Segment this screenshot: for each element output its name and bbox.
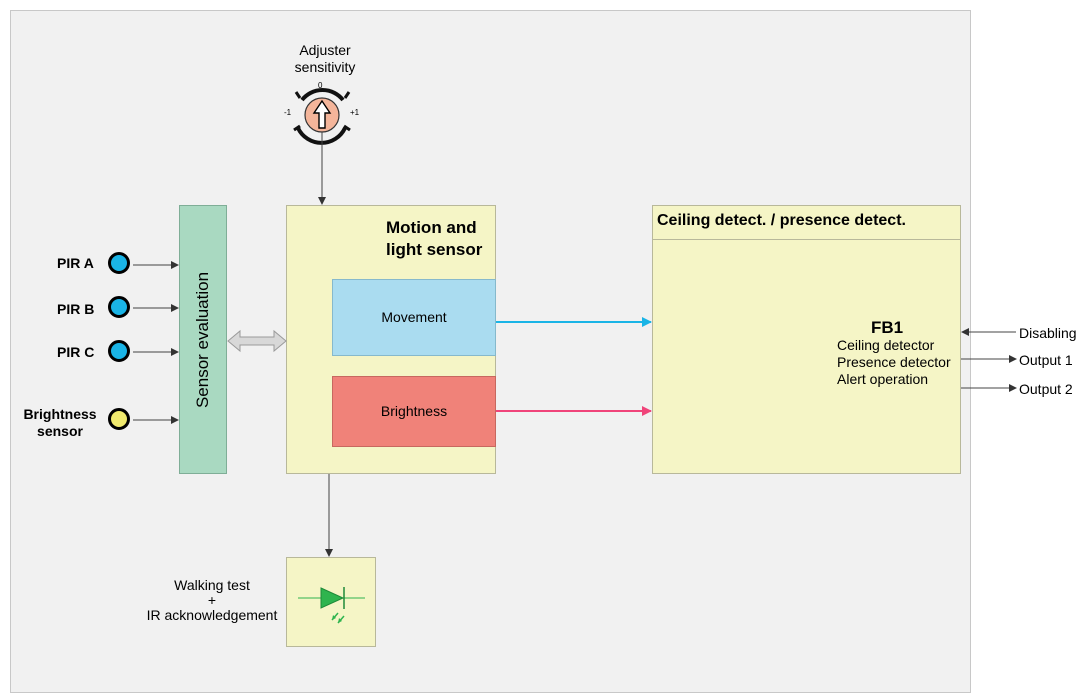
motion-block-title-line1: Motion and bbox=[386, 218, 477, 237]
walking-test-line1: Walking test bbox=[174, 577, 250, 593]
walking-test-line3: IR acknowledgement bbox=[146, 607, 278, 623]
ceiling-presence-block bbox=[652, 205, 961, 474]
adjuster-tick-min: -1 bbox=[284, 108, 292, 117]
disabling-label: Disabling bbox=[1019, 325, 1077, 341]
brightness-sensor bbox=[108, 408, 130, 430]
fb1-line-presence: Presence detector bbox=[837, 354, 951, 370]
fb1-line-alert: Alert operation bbox=[837, 371, 929, 387]
brightness-label: Brightness bbox=[380, 403, 448, 419]
adjuster-label-line1: Adjuster bbox=[299, 42, 351, 58]
bidirectional-arrow-icon bbox=[227, 329, 287, 353]
pir-c-sensor bbox=[108, 340, 130, 362]
led-icon bbox=[298, 587, 365, 624]
motion-block-title-line2: light sensor bbox=[386, 240, 483, 259]
adjuster-knob-icon[interactable] bbox=[293, 87, 351, 145]
sensor-evaluation-block bbox=[179, 205, 227, 474]
pir-c-label: PIR C bbox=[57, 344, 95, 360]
ceiling-block-header: Ceiling detect. / presence detect. bbox=[652, 205, 961, 240]
brightness-block: Brightness bbox=[332, 376, 496, 447]
pir-b-sensor bbox=[108, 296, 130, 318]
walking-test-label: Walking test + IR acknowledgement bbox=[138, 578, 286, 623]
output2-label: Output 2 bbox=[1019, 381, 1073, 397]
brightness-sensor-label-line2: sensor bbox=[37, 423, 83, 439]
pir-a-sensor bbox=[108, 252, 130, 274]
adjuster-label: Adjuster sensitivity bbox=[275, 42, 375, 76]
movement-block: Movement bbox=[332, 279, 496, 356]
fb1-line-ceiling: Ceiling detector bbox=[837, 337, 935, 353]
brightness-sensor-label: Brightness sensor bbox=[20, 406, 100, 440]
walking-test-line2: + bbox=[207, 592, 217, 608]
fb1-title: FB1 bbox=[871, 318, 904, 337]
adjuster-tick-max: +1 bbox=[350, 108, 360, 117]
adjuster-tick-mid: 0 bbox=[318, 81, 323, 90]
movement-label: Movement bbox=[381, 309, 447, 325]
motion-block-title: Motion and light sensor bbox=[386, 217, 482, 261]
output1-label: Output 1 bbox=[1019, 352, 1073, 368]
pir-b-label: PIR B bbox=[57, 301, 95, 317]
adjuster-label-line2: sensitivity bbox=[294, 59, 356, 75]
pir-a-label: PIR A bbox=[57, 255, 94, 271]
brightness-sensor-label-line1: Brightness bbox=[23, 406, 97, 422]
ceiling-block-title: Ceiling detect. / presence detect. bbox=[657, 212, 906, 229]
